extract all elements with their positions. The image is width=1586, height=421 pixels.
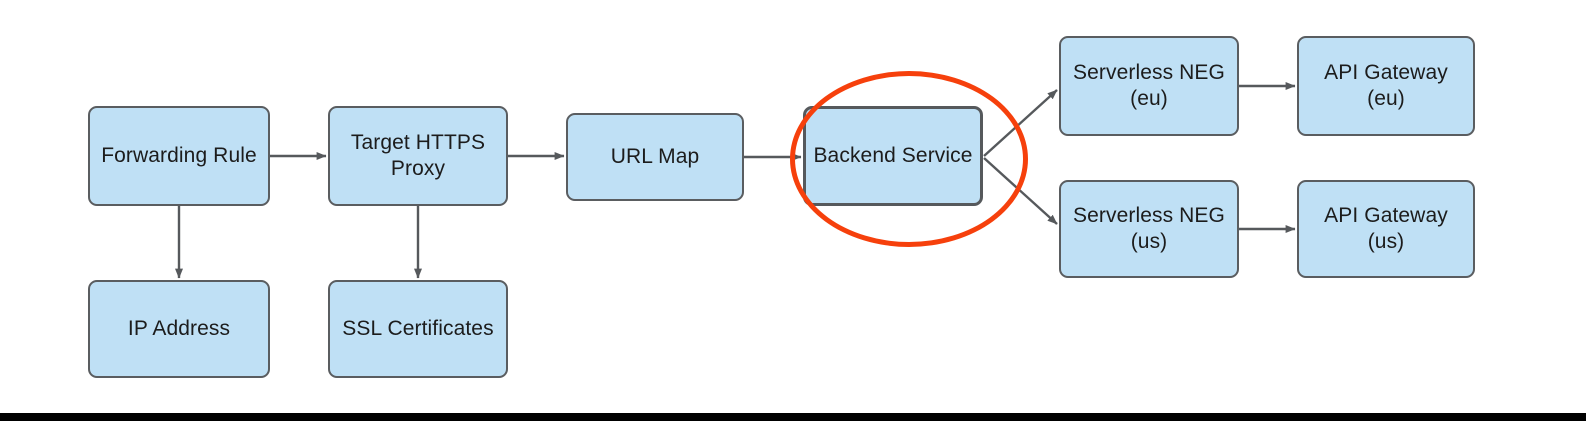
node-label-api-gateway-eu: API Gateway (eu) bbox=[1324, 60, 1448, 110]
node-backend-service[interactable]: Backend Service bbox=[803, 106, 983, 206]
node-label-target-https-proxy: Target HTTPS Proxy bbox=[350, 130, 486, 180]
node-label-url-map: URL Map bbox=[610, 144, 700, 168]
node-api-gateway-us[interactable]: API Gateway (us) bbox=[1297, 180, 1475, 278]
node-url-map[interactable]: URL Map bbox=[566, 113, 744, 201]
node-label-serverless-neg-us: Serverless NEG (us) bbox=[1073, 203, 1225, 253]
node-target-https-proxy[interactable]: Target HTTPS Proxy bbox=[328, 106, 508, 206]
node-serverless-neg-us[interactable]: Serverless NEG (us) bbox=[1059, 180, 1239, 278]
node-label-serverless-neg-eu: Serverless NEG (eu) bbox=[1073, 60, 1225, 110]
node-api-gateway-eu[interactable]: API Gateway (eu) bbox=[1297, 36, 1475, 136]
node-label-ip-address: IP Address bbox=[127, 316, 231, 340]
edge-backend-to-neg-eu bbox=[983, 89, 1058, 157]
node-label-api-gateway-us: API Gateway (us) bbox=[1324, 203, 1448, 253]
node-label-forwarding-rule: Forwarding Rule bbox=[101, 143, 257, 167]
node-label-ssl-certificates: SSL Certificates bbox=[342, 316, 494, 340]
edge-backend-to-neg-us bbox=[983, 157, 1058, 225]
footer-strip bbox=[0, 413, 1586, 421]
node-serverless-neg-eu[interactable]: Serverless NEG (eu) bbox=[1059, 36, 1239, 136]
node-ssl-certificates[interactable]: SSL Certificates bbox=[328, 280, 508, 378]
node-forwarding-rule[interactable]: Forwarding Rule bbox=[88, 106, 270, 206]
node-label-backend-service: Backend Service bbox=[813, 143, 973, 167]
node-ip-address[interactable]: IP Address bbox=[88, 280, 270, 378]
